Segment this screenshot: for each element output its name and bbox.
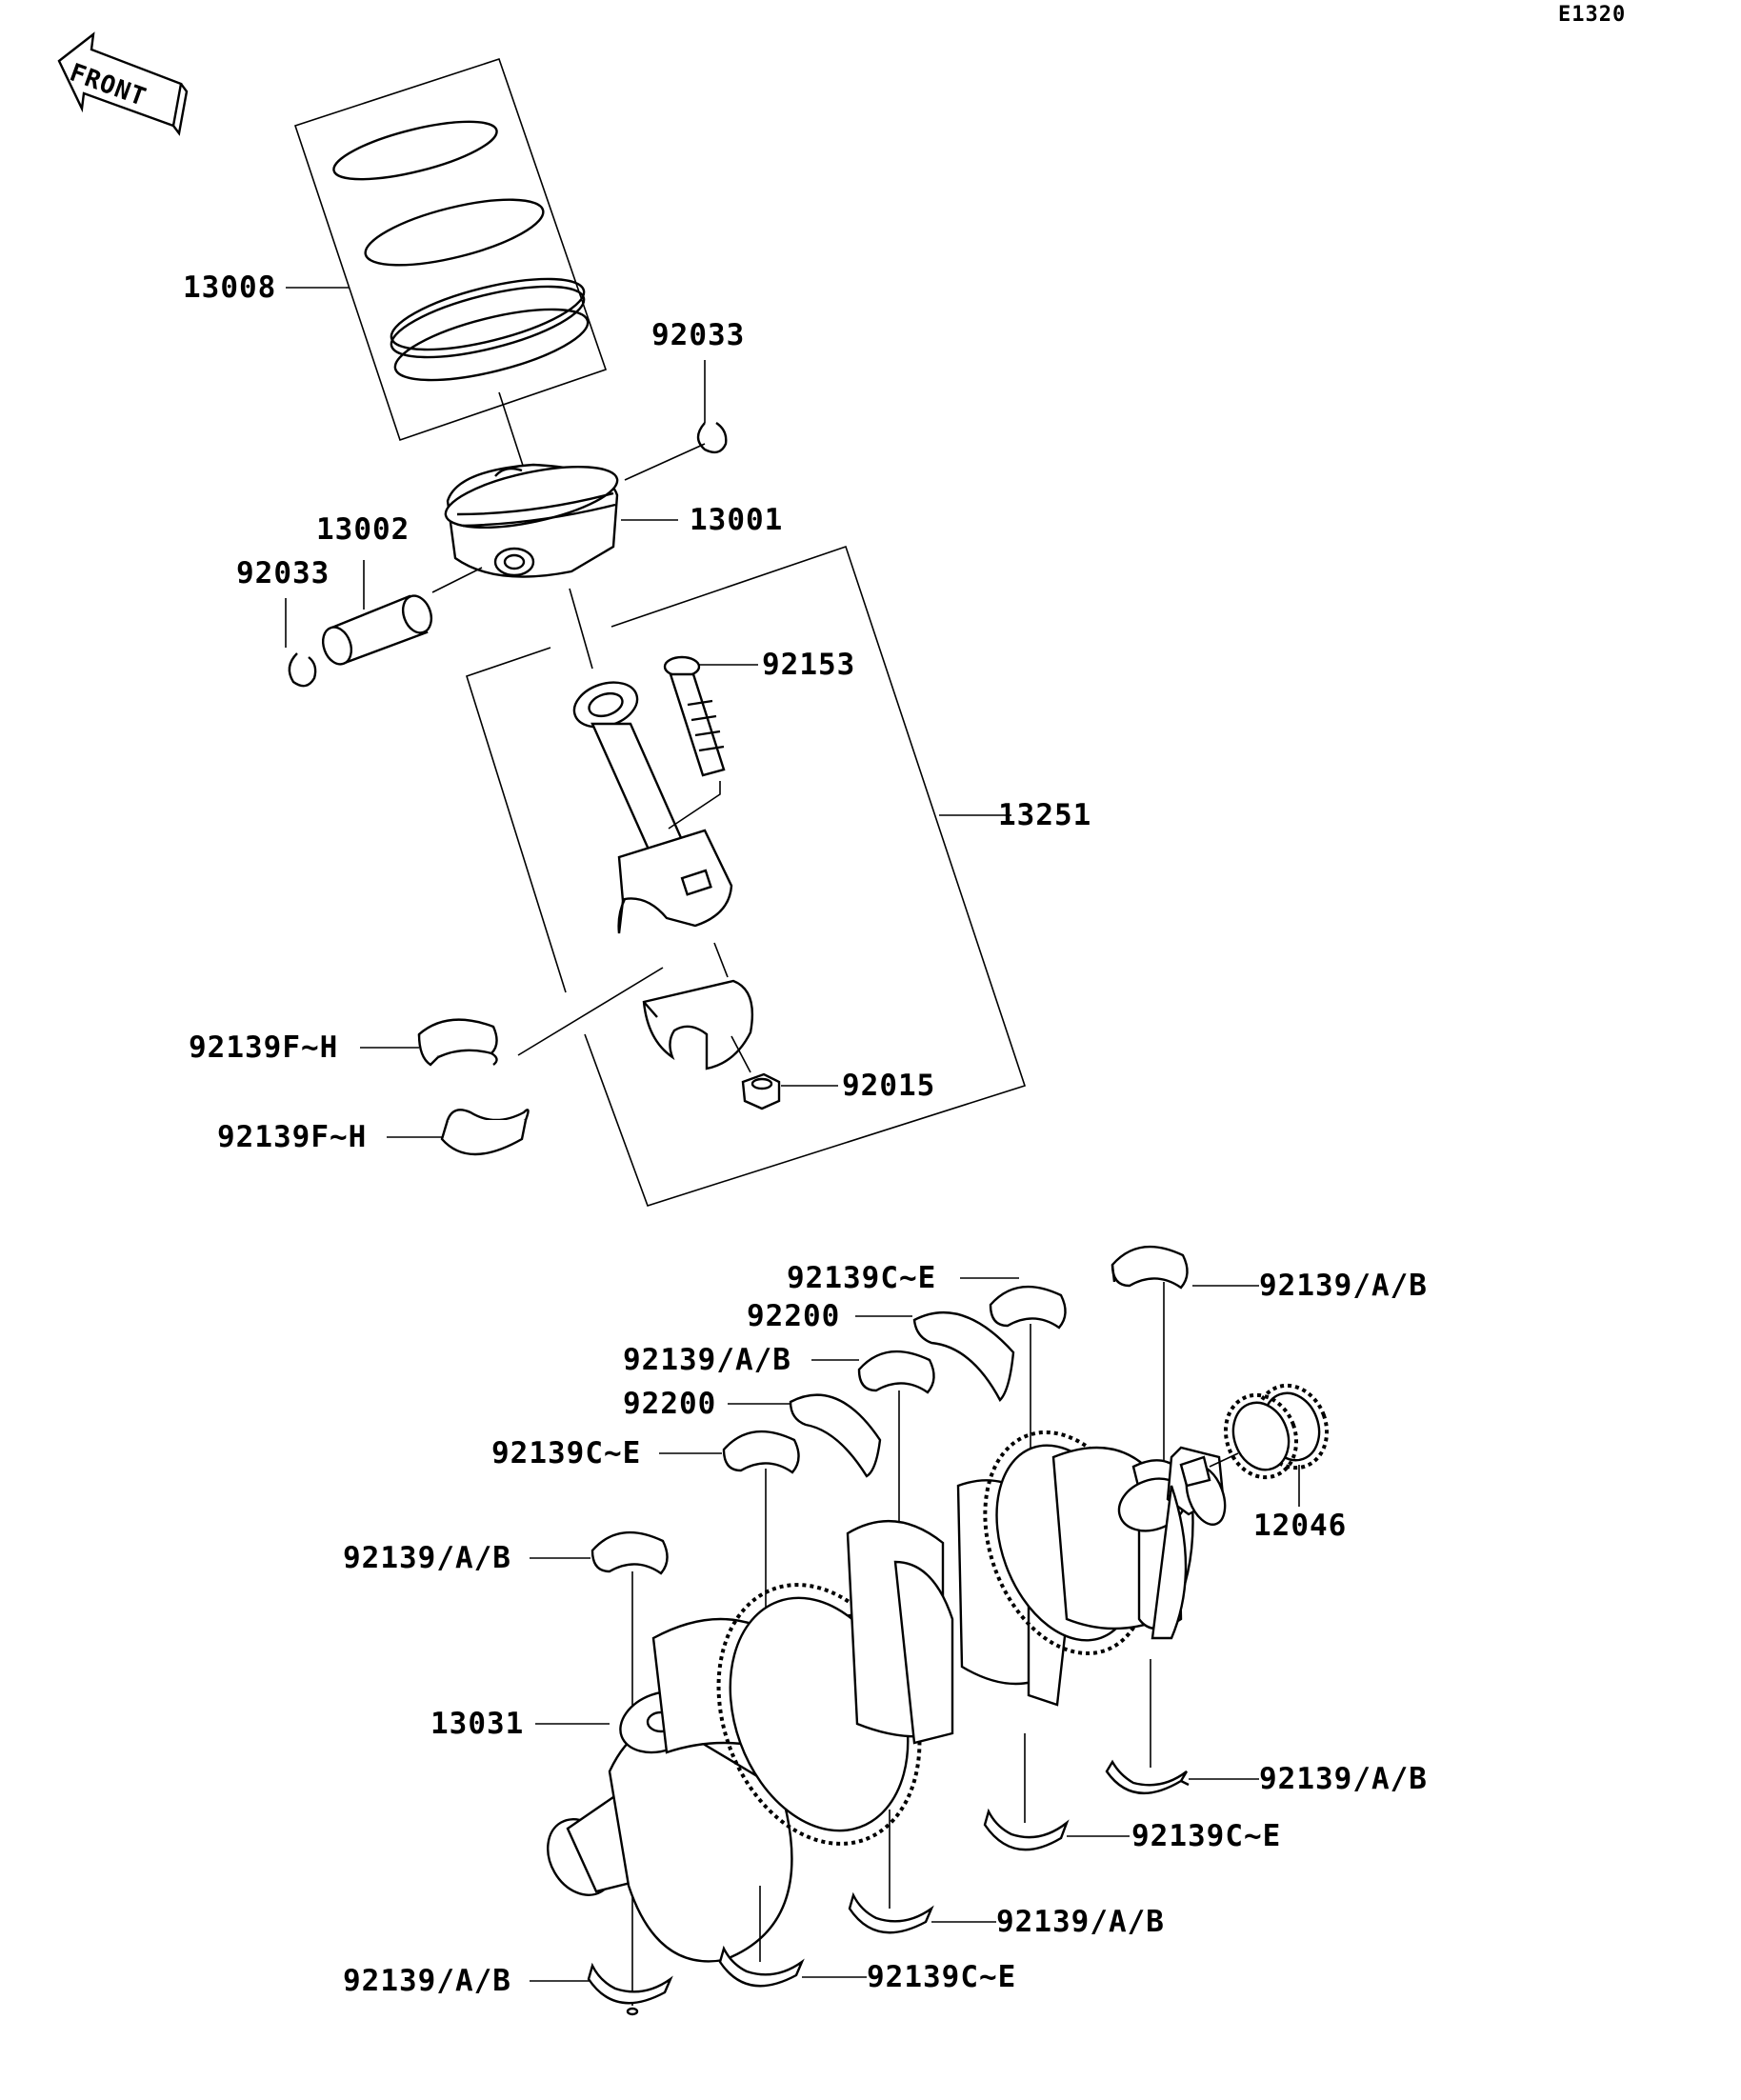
circlip-top bbox=[696, 422, 728, 454]
label-92139AB-mid: 92139/A/B bbox=[623, 1343, 791, 1377]
label-92139AB-right: 92139/A/B bbox=[1259, 1762, 1428, 1796]
con-rod-cap bbox=[642, 979, 754, 1070]
main-bearing-lower-2 bbox=[983, 1808, 1070, 1851]
main-bearing-lower-5 bbox=[587, 1962, 673, 2016]
label-92015: 92015 bbox=[842, 1069, 935, 1103]
label-92033-left: 92033 bbox=[236, 556, 330, 590]
connecting-rod-set-box bbox=[584, 545, 1027, 1207]
connecting-rod bbox=[572, 681, 733, 934]
label-92139AB-topright: 92139/A/B bbox=[1259, 1269, 1428, 1303]
front-arrow-icon: FRONT bbox=[57, 31, 189, 136]
main-bearing-lower-1 bbox=[1105, 1759, 1190, 1794]
main-bearing-upper-5 bbox=[590, 1530, 669, 1575]
thrust-washer-2 bbox=[789, 1393, 882, 1478]
label-92139CE-bot: 92139C~E bbox=[867, 1960, 1016, 1994]
label-92139FH-2: 92139F~H bbox=[217, 1120, 367, 1154]
main-bearing-lower-3 bbox=[848, 1891, 934, 1934]
rod-bearing-upper bbox=[417, 1018, 498, 1067]
crankshaft bbox=[547, 1430, 1227, 1963]
main-bearing-lower-4 bbox=[718, 1945, 805, 1988]
piston-ring-set bbox=[332, 120, 590, 382]
label-12046: 12046 bbox=[1253, 1509, 1347, 1543]
label-92139AB-bot-mid: 92139/A/B bbox=[996, 1905, 1165, 1939]
label-92139CE-right: 92139C~E bbox=[1131, 1819, 1281, 1853]
main-bearing-upper-3 bbox=[857, 1350, 935, 1394]
main-bearing-upper-1 bbox=[1111, 1245, 1189, 1290]
label-92200-1: 92200 bbox=[747, 1299, 840, 1333]
main-bearing-upper-2 bbox=[989, 1285, 1067, 1330]
main-bearing-upper-4 bbox=[722, 1430, 800, 1474]
label-13031: 13031 bbox=[430, 1707, 524, 1741]
label-13002: 13002 bbox=[316, 512, 410, 547]
sprocket bbox=[1223, 1383, 1330, 1480]
piston-pin bbox=[321, 594, 433, 666]
label-92200-2: 92200 bbox=[623, 1387, 716, 1421]
label-92139CE-top: 92139C~E bbox=[787, 1261, 936, 1295]
diagram-code: E1320 bbox=[1558, 3, 1626, 27]
piston-ring-set-box bbox=[293, 57, 608, 442]
con-rod-bolt bbox=[663, 655, 726, 777]
label-92139CE-mid: 92139C~E bbox=[491, 1436, 641, 1470]
label-92139AB-bot-left: 92139/A/B bbox=[343, 1964, 511, 1998]
label-92139FH-1: 92139F~H bbox=[189, 1030, 338, 1065]
circlip-left bbox=[288, 652, 317, 688]
label-92033-top: 92033 bbox=[651, 318, 745, 352]
label-92139AB-left: 92139/A/B bbox=[343, 1541, 511, 1575]
rod-bearing-lower bbox=[440, 1109, 530, 1156]
label-13251: 13251 bbox=[998, 798, 1091, 832]
con-rod-nut bbox=[741, 1072, 781, 1110]
label-92153: 92153 bbox=[762, 648, 855, 682]
thrust-washer-1 bbox=[912, 1311, 1015, 1402]
piston bbox=[444, 463, 619, 578]
label-13008: 13008 bbox=[183, 270, 276, 305]
label-13001: 13001 bbox=[690, 503, 783, 537]
